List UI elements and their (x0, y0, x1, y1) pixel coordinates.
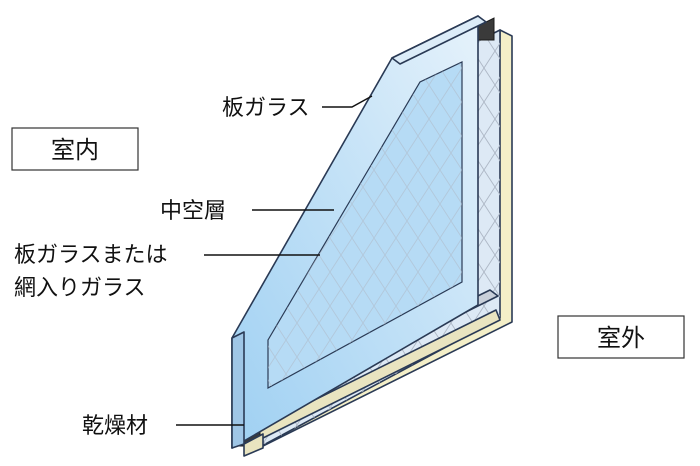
label-sheet-glass: 板ガラス (222, 96, 310, 121)
indoor-box (11, 127, 139, 171)
front-glass-top-edge (391, 15, 487, 65)
label-glass-or-wired-line1: 板ガラスまたは (14, 243, 168, 268)
front-pane-inner-mesh (268, 62, 462, 388)
label-glass-or-wired-line2: 網入りガラス (14, 276, 146, 301)
label-outdoor: 室外 (597, 324, 645, 352)
label-air-gap: 中空層 (160, 199, 226, 224)
label-indoor: 室内 (51, 136, 99, 164)
label-desiccant: 乾燥材 (82, 414, 148, 439)
frame-bottom-edge (243, 433, 264, 457)
outdoor-box (557, 315, 685, 359)
front-glass-edge (231, 331, 245, 449)
leader-sheet-glass (322, 95, 373, 108)
